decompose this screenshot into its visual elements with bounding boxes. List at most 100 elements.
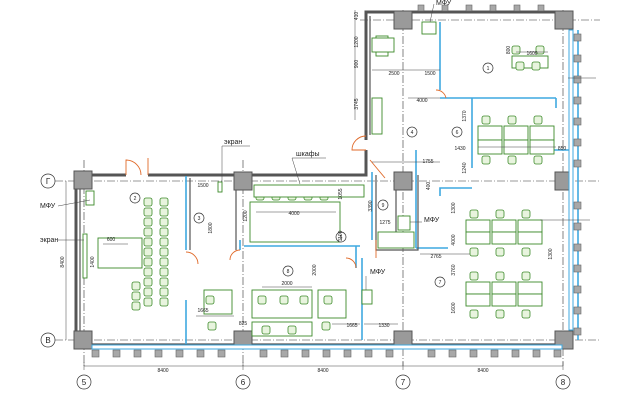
label-mfu-top: МФУ — [436, 0, 452, 7]
chair — [143, 267, 153, 277]
axis-bubble-G — [40, 173, 56, 189]
chair — [495, 247, 505, 257]
facade-pilaster — [573, 75, 582, 84]
dim-3390: 3390 — [368, 200, 374, 211]
dim-1370: 1370 — [462, 110, 468, 121]
column — [73, 170, 93, 190]
dim-1055: 1055 — [338, 188, 344, 199]
dimension-lines — [65, 10, 596, 370]
column — [554, 10, 574, 30]
facade-pilaster — [217, 349, 226, 358]
sofa-corridor — [371, 97, 383, 135]
facade-pilaster — [196, 349, 205, 358]
window-strip — [568, 29, 574, 331]
reception-desk — [371, 37, 395, 53]
desk — [251, 321, 313, 337]
window-strip — [91, 344, 563, 350]
facade-pilaster — [364, 349, 373, 358]
desk — [517, 293, 543, 307]
axis-label-V: В — [45, 336, 50, 345]
door — [351, 135, 367, 151]
facade-pilaster — [573, 138, 582, 147]
dim-span-7-8: 8400 — [477, 368, 488, 374]
facade-pilaster — [154, 349, 163, 358]
chair — [159, 287, 169, 297]
chair — [469, 247, 479, 257]
facade-pilaster — [573, 327, 582, 336]
facade-pilaster — [280, 349, 289, 358]
chair — [533, 155, 543, 165]
chair — [481, 115, 491, 125]
axis-label-6: 6 — [241, 378, 246, 387]
chair — [507, 155, 517, 165]
desk — [517, 219, 543, 233]
chair — [511, 45, 521, 55]
room-number-8: 8 — [287, 269, 290, 275]
axis-bubble-7 — [395, 374, 411, 390]
facade-pilaster — [417, 4, 425, 12]
chair — [323, 295, 333, 305]
chair — [507, 115, 517, 125]
chair — [143, 277, 153, 287]
chair — [143, 297, 153, 307]
facade-pilaster — [489, 4, 497, 12]
desk — [317, 289, 347, 319]
chair — [481, 155, 491, 165]
facade-pilaster — [573, 33, 582, 42]
axis-label-G: Г — [46, 177, 51, 186]
facade-pilaster — [532, 349, 541, 358]
room-number-4: 4 — [411, 130, 414, 136]
label-shkafy: шкафы — [296, 151, 320, 158]
dim-1755: 1755 — [422, 159, 433, 165]
doors — [125, 89, 447, 269]
room-number-9: 9 — [382, 203, 385, 209]
desk — [491, 293, 517, 307]
facade — [91, 4, 582, 358]
dim-600: 600 — [107, 237, 116, 243]
desk — [465, 293, 491, 307]
dim-1100: 1100 — [338, 230, 344, 241]
axis-label-5: 5 — [82, 378, 87, 387]
facade-pilaster — [573, 285, 582, 294]
chair — [299, 295, 309, 305]
facade-pilaster — [469, 349, 478, 358]
facade-pilaster — [573, 54, 582, 63]
chair — [533, 115, 543, 125]
fixed-furniture — [82, 21, 437, 305]
facade-pilaster — [385, 349, 394, 358]
dim-410: 410 — [354, 12, 360, 21]
label-mfu-left: МФУ — [40, 203, 56, 210]
desk — [465, 231, 491, 245]
desk — [465, 219, 491, 233]
column — [233, 171, 253, 191]
facade-pilaster — [133, 349, 142, 358]
chair — [469, 209, 479, 219]
chair — [159, 267, 169, 277]
chair — [159, 297, 169, 307]
chair — [159, 257, 169, 267]
dim-1330: 1330 — [378, 323, 389, 329]
dim-825: 825 — [239, 321, 248, 327]
chair — [159, 197, 169, 207]
dim-1300-a: 1300 — [451, 202, 457, 213]
axis-bubble-8 — [555, 374, 571, 390]
dim-850: 850 — [558, 146, 567, 152]
facade-pilaster — [553, 349, 562, 358]
chair — [469, 271, 479, 281]
mfu-bottom-device — [361, 289, 373, 305]
facade-pilaster — [573, 159, 582, 168]
facade-pilaster — [573, 306, 582, 315]
column — [393, 10, 413, 30]
desk — [517, 281, 543, 295]
room-numbers: 1 2 3 4 5 6 7 8 9 — [129, 62, 494, 288]
facade-pilaster — [573, 117, 582, 126]
chair — [159, 217, 169, 227]
dim-2500: 2500 — [388, 71, 399, 77]
mfu-top-device — [421, 21, 437, 35]
facade-pilaster — [573, 201, 582, 210]
dim-1240: 1240 — [462, 162, 468, 173]
chair — [321, 321, 331, 331]
dim-4000-mid: 4000 — [288, 211, 299, 217]
callout-leaders — [57, 3, 435, 290]
